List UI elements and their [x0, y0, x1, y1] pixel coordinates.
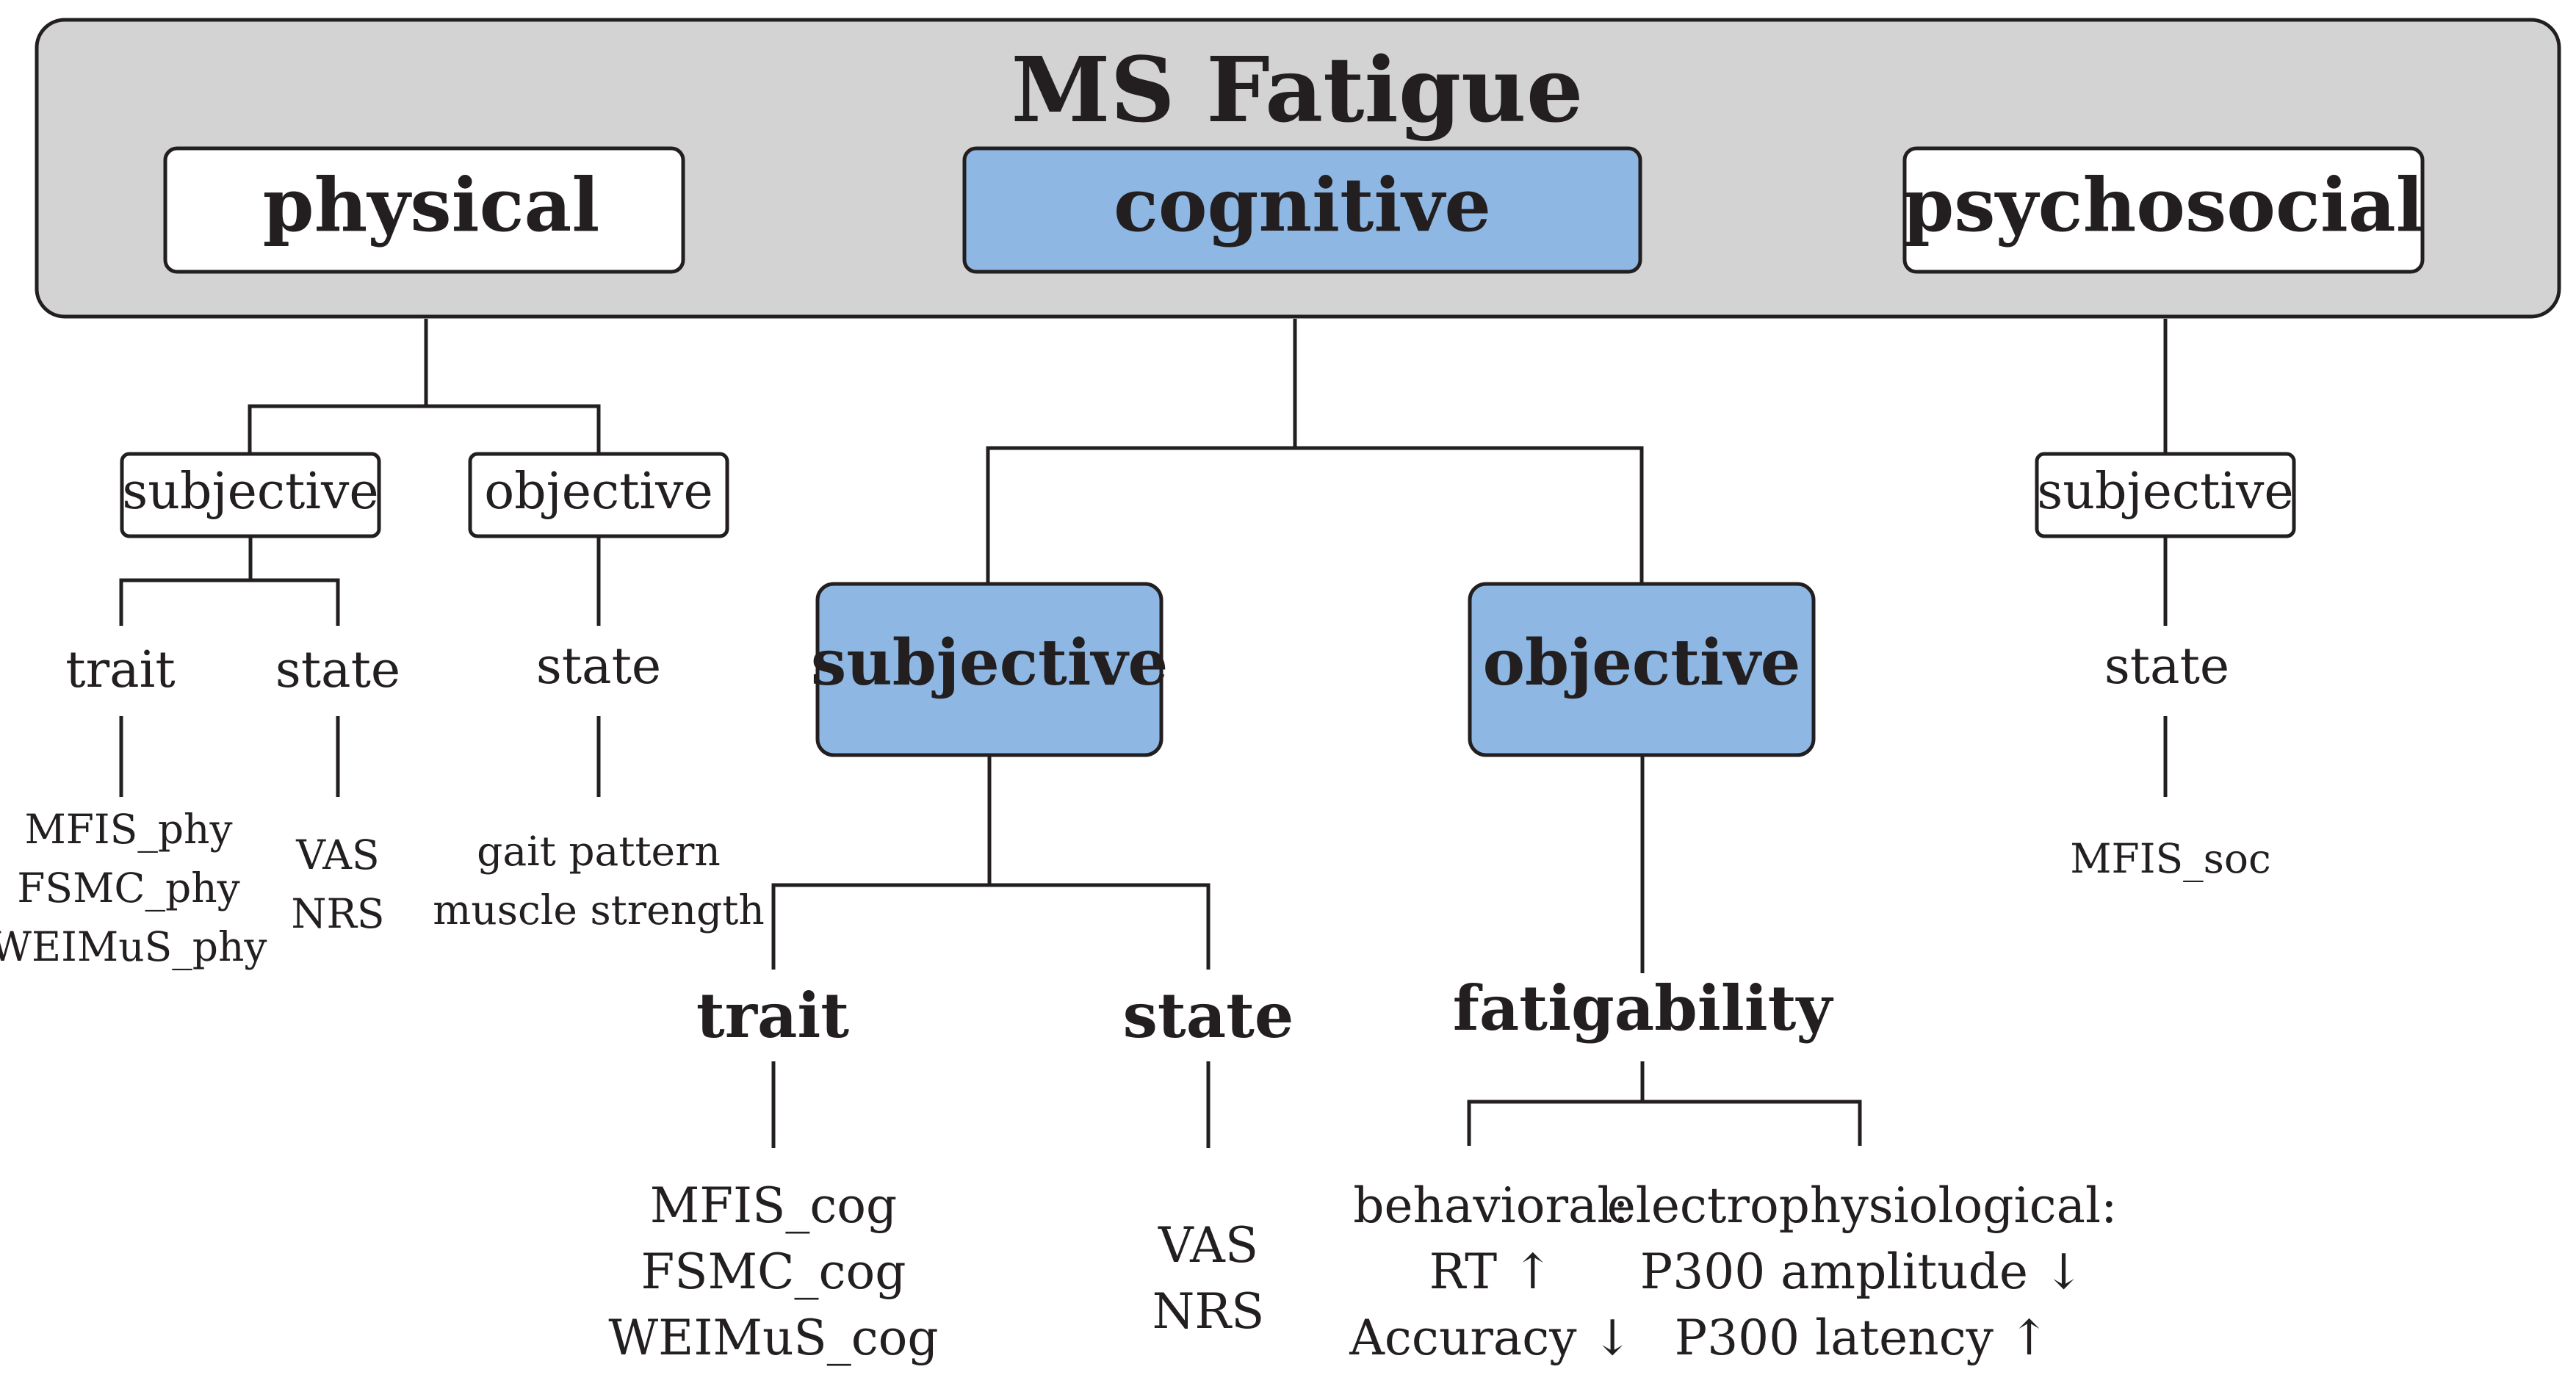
behavioral-measure: RT ↑	[1429, 1244, 1554, 1300]
physical-subjective-label: subjective	[122, 463, 378, 521]
measure-text: gait pattern	[477, 828, 721, 875]
behavioral-measure: Accuracy ↓	[1349, 1310, 1633, 1366]
instrument-text: MFIS_soc	[2070, 835, 2271, 882]
instrument-text: NRS	[291, 890, 384, 937]
instrument-text: NRS	[1152, 1283, 1265, 1340]
connector	[248, 404, 601, 455]
instrument-text: FSMC_cog	[641, 1244, 906, 1300]
cognitive-trait-label: trait	[696, 979, 849, 1052]
electrophysiological-measure: P300 amplitude ↓	[1640, 1244, 2084, 1300]
connector	[1467, 1100, 1862, 1146]
instrument-text: MFIS_cog	[650, 1177, 898, 1234]
instrument-text: VAS	[1158, 1217, 1258, 1274]
physical-subjective-box	[120, 452, 381, 538]
instrument-text: WEIMuS_phy	[0, 923, 267, 970]
behavioral-heading: behavioral:	[1353, 1177, 1629, 1234]
instrument-text: WEIMuS_cog	[608, 1310, 938, 1366]
physical-objective-label: objective	[484, 463, 713, 521]
psychosocial-subjective-label: subjective	[2037, 463, 2293, 521]
psychosocial-label: psychosocial	[1902, 162, 2423, 248]
psychosocial-state-label: state	[2104, 638, 2229, 696]
instrument-text: MFIS_phy	[24, 806, 232, 853]
diagram-title: MS Fatigue	[1011, 37, 1584, 142]
cognitive-objective-label: objective	[1483, 626, 1801, 700]
physical-objective-state-label: state	[536, 638, 661, 696]
physical-objective-box	[468, 452, 729, 538]
psychosocial-subjective-box	[2035, 452, 2296, 538]
physical-box	[163, 146, 685, 274]
physical-trait-label: trait	[65, 641, 175, 699]
cognitive-box	[962, 146, 1642, 274]
cognitive-subjective-label: subjective	[811, 626, 1168, 700]
connector	[771, 883, 1211, 970]
cognitive-state-label: state	[1123, 979, 1294, 1052]
instrument-text: FSMC_phy	[17, 865, 239, 912]
electrophysiological-measure: P300 latency ↑	[1675, 1310, 2049, 1366]
physical-state-label: state	[275, 641, 400, 699]
physical-label: physical	[263, 162, 600, 248]
cognitive-objective-box	[1468, 582, 1816, 757]
cognitive-label: cognitive	[1114, 162, 1491, 248]
measure-text: muscle strength	[433, 887, 765, 934]
instrument-text: VAS	[295, 831, 379, 878]
connector	[119, 578, 340, 626]
cognitive-subjective-box	[815, 582, 1163, 757]
psychosocial-box	[1902, 146, 2425, 274]
fatigability-label: fatigability	[1453, 972, 1834, 1044]
connector	[986, 446, 1644, 584]
electrophysiological-heading: electrophysiological:	[1607, 1177, 2118, 1234]
